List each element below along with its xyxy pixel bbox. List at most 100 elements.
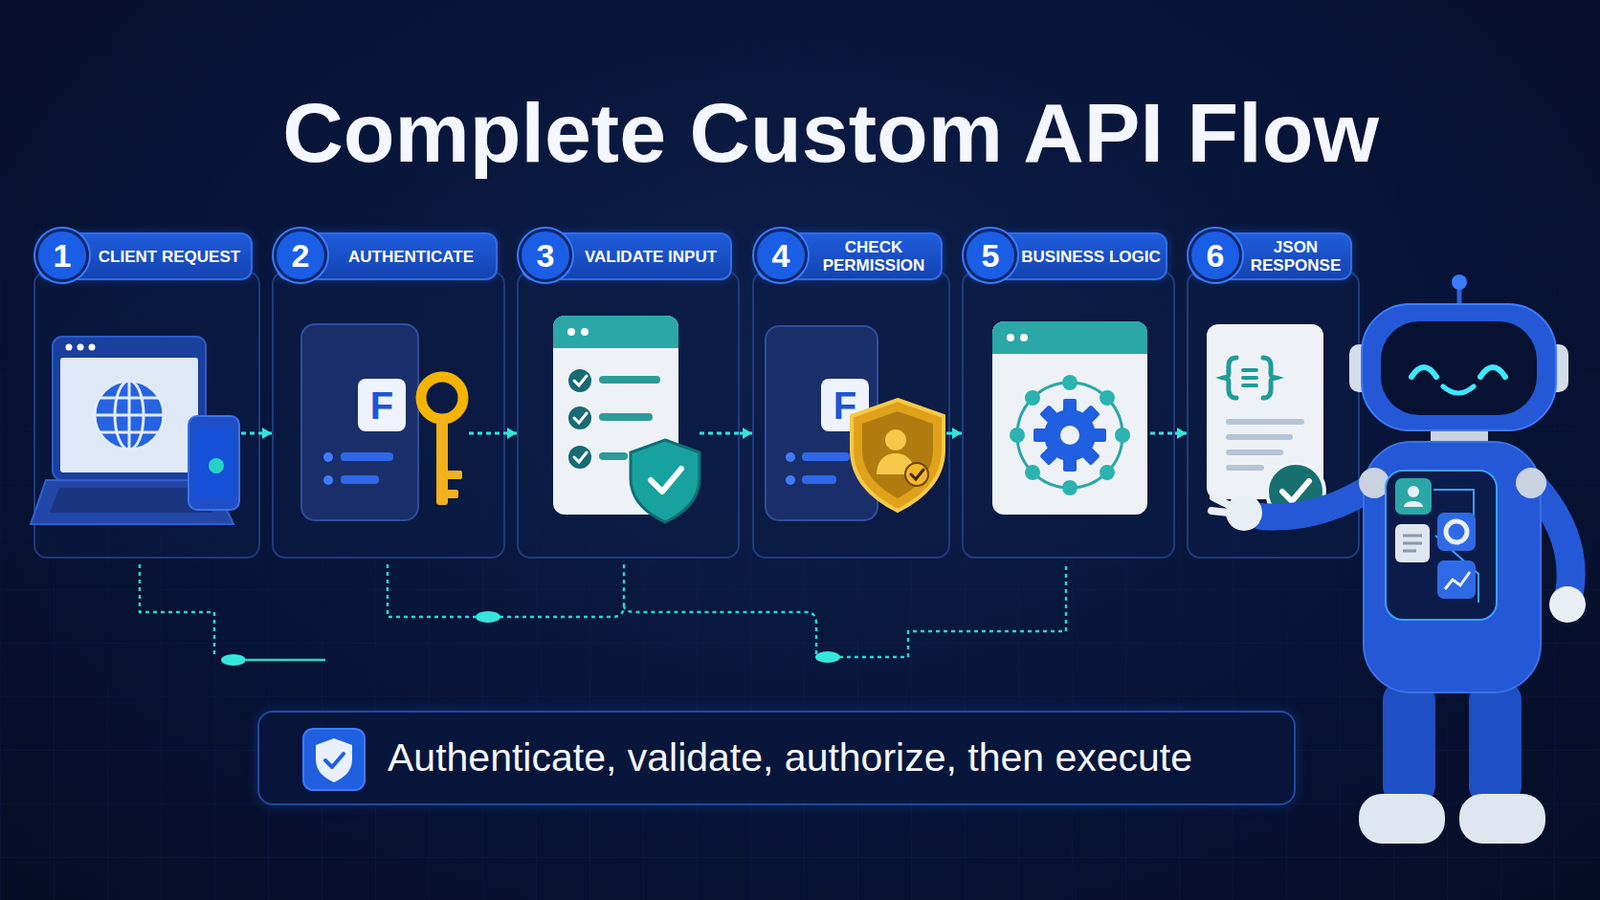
- server-icon: [323, 452, 334, 463]
- shield-badge-icon: [303, 729, 365, 791]
- laptop-icon: [52, 336, 206, 481]
- step-card: 1CLIENT REQUEST: [33, 270, 261, 559]
- globe-icon: [94, 380, 164, 450]
- laptop-icon: [49, 488, 213, 513]
- robot-mascot: [1433, 489, 1479, 603]
- json-document-icon: [1225, 465, 1265, 471]
- business-logic-icon: [1080, 404, 1101, 425]
- json-document-icon: [1263, 357, 1277, 399]
- business-logic-icon: [1114, 427, 1131, 444]
- permission-shield-icon: [905, 463, 929, 487]
- flow-arrow: [1175, 432, 1187, 436]
- server-icon: [323, 475, 334, 486]
- step-card: 5BUSINESS LOGIC: [961, 270, 1176, 559]
- robot-mascot: [1515, 467, 1547, 499]
- checklist-icon: [568, 406, 592, 430]
- business-logic-icon: [992, 321, 1148, 515]
- step-number: 4: [754, 228, 808, 283]
- flow-lead-in: [241, 432, 261, 436]
- circuit-trace: [139, 564, 1067, 661]
- globe-icon: [94, 380, 164, 450]
- flow-arrow: [260, 432, 272, 436]
- business-logic-icon: [1099, 390, 1115, 406]
- robot-mascot: [1468, 681, 1522, 806]
- flow-arrow: [950, 432, 962, 436]
- business-logic-icon: [992, 321, 1148, 355]
- circuit-node: [815, 651, 841, 664]
- step-label: VALIDATE INPUT: [575, 247, 731, 267]
- business-logic-icon: [1063, 399, 1077, 415]
- checklist-icon: [599, 452, 628, 461]
- circuit-node: [221, 654, 246, 667]
- shield-badge-icon: [325, 754, 344, 768]
- robot-mascot: [1407, 486, 1420, 498]
- flow-lead-in: [1150, 432, 1176, 436]
- step-number: 3: [518, 228, 573, 283]
- shield-badge-icon: [315, 738, 353, 783]
- laptop-icon: [30, 336, 234, 525]
- robot-mascot: [1211, 497, 1229, 513]
- business-logic-icon: [1039, 404, 1060, 425]
- robot-mascot: [1545, 344, 1569, 393]
- summary-text: Authenticate, validate, authorize, then …: [387, 735, 1193, 781]
- circuit-trace: [139, 564, 215, 659]
- permission-shield-icon: [851, 400, 944, 512]
- circuit-trace: [839, 564, 1067, 658]
- permission-shield-icon: [862, 411, 934, 499]
- server-icon: [801, 452, 850, 462]
- json-document-icon: [1241, 383, 1259, 388]
- step-card: 6JSON RESPONSE: [1186, 270, 1360, 559]
- json-document-icon: [1225, 434, 1293, 441]
- business-logic-icon: [1009, 375, 1131, 496]
- robot-mascot: [1443, 386, 1474, 394]
- checklist-icon: [567, 328, 576, 336]
- robot-mascot: [1380, 321, 1537, 416]
- business-logic-icon: [1080, 445, 1101, 467]
- robot-mascot: [1549, 586, 1586, 623]
- flow-arrow: [505, 432, 517, 436]
- step-label: CHECK PERMISSION: [810, 238, 941, 275]
- robot-mascot: [1451, 274, 1467, 290]
- json-document-icon: [1241, 368, 1259, 373]
- step-label: AUTHENTICATE: [330, 247, 496, 267]
- checklist-icon: [553, 315, 679, 515]
- robot-mascot: [1445, 521, 1467, 543]
- checklist-icon: [568, 369, 592, 393]
- laptop-icon: [77, 344, 85, 352]
- circuit-node: [221, 611, 841, 667]
- business-logic-icon: [1062, 375, 1078, 391]
- permission-shield-icon: [876, 453, 915, 475]
- business-logic-icon: [1090, 428, 1107, 443]
- checklist-icon: [553, 315, 679, 349]
- json-document-icon: [1225, 419, 1305, 425]
- business-logic-icon: [1033, 399, 1107, 472]
- business-logic-icon: [1009, 427, 1025, 444]
- server-icon: [785, 475, 796, 486]
- robot-mascot: [1531, 483, 1572, 594]
- checklist-icon: [580, 328, 589, 336]
- server-icon: [785, 452, 796, 463]
- robot-mascot: [1402, 535, 1423, 552]
- step-badge: 2AUTHENTICATE: [276, 232, 498, 281]
- step-badge: 3VALIDATE INPUT: [521, 232, 733, 281]
- step-badge: 6JSON RESPONSE: [1191, 232, 1353, 281]
- robot-mascot: [1349, 344, 1373, 393]
- json-document-icon: [1225, 449, 1284, 456]
- robot-mascot: [1411, 367, 1506, 378]
- permission-shield-icon: [885, 429, 907, 451]
- step-badge: 4CHECK PERMISSION: [756, 232, 943, 281]
- circuit-trace: [245, 659, 326, 663]
- server-icon: [821, 378, 869, 432]
- checklist-icon: [599, 413, 653, 422]
- laptop-icon: [60, 357, 199, 473]
- robot-mascot: [1437, 512, 1476, 552]
- step-card: 3VALIDATE INPUT: [516, 270, 740, 559]
- business-logic-icon: [1039, 445, 1060, 467]
- phone-icon: [208, 458, 224, 474]
- laptop-icon: [30, 480, 234, 525]
- shield-icon: [630, 440, 700, 523]
- json-document-icon: [1222, 357, 1237, 399]
- key-icon: [445, 489, 459, 499]
